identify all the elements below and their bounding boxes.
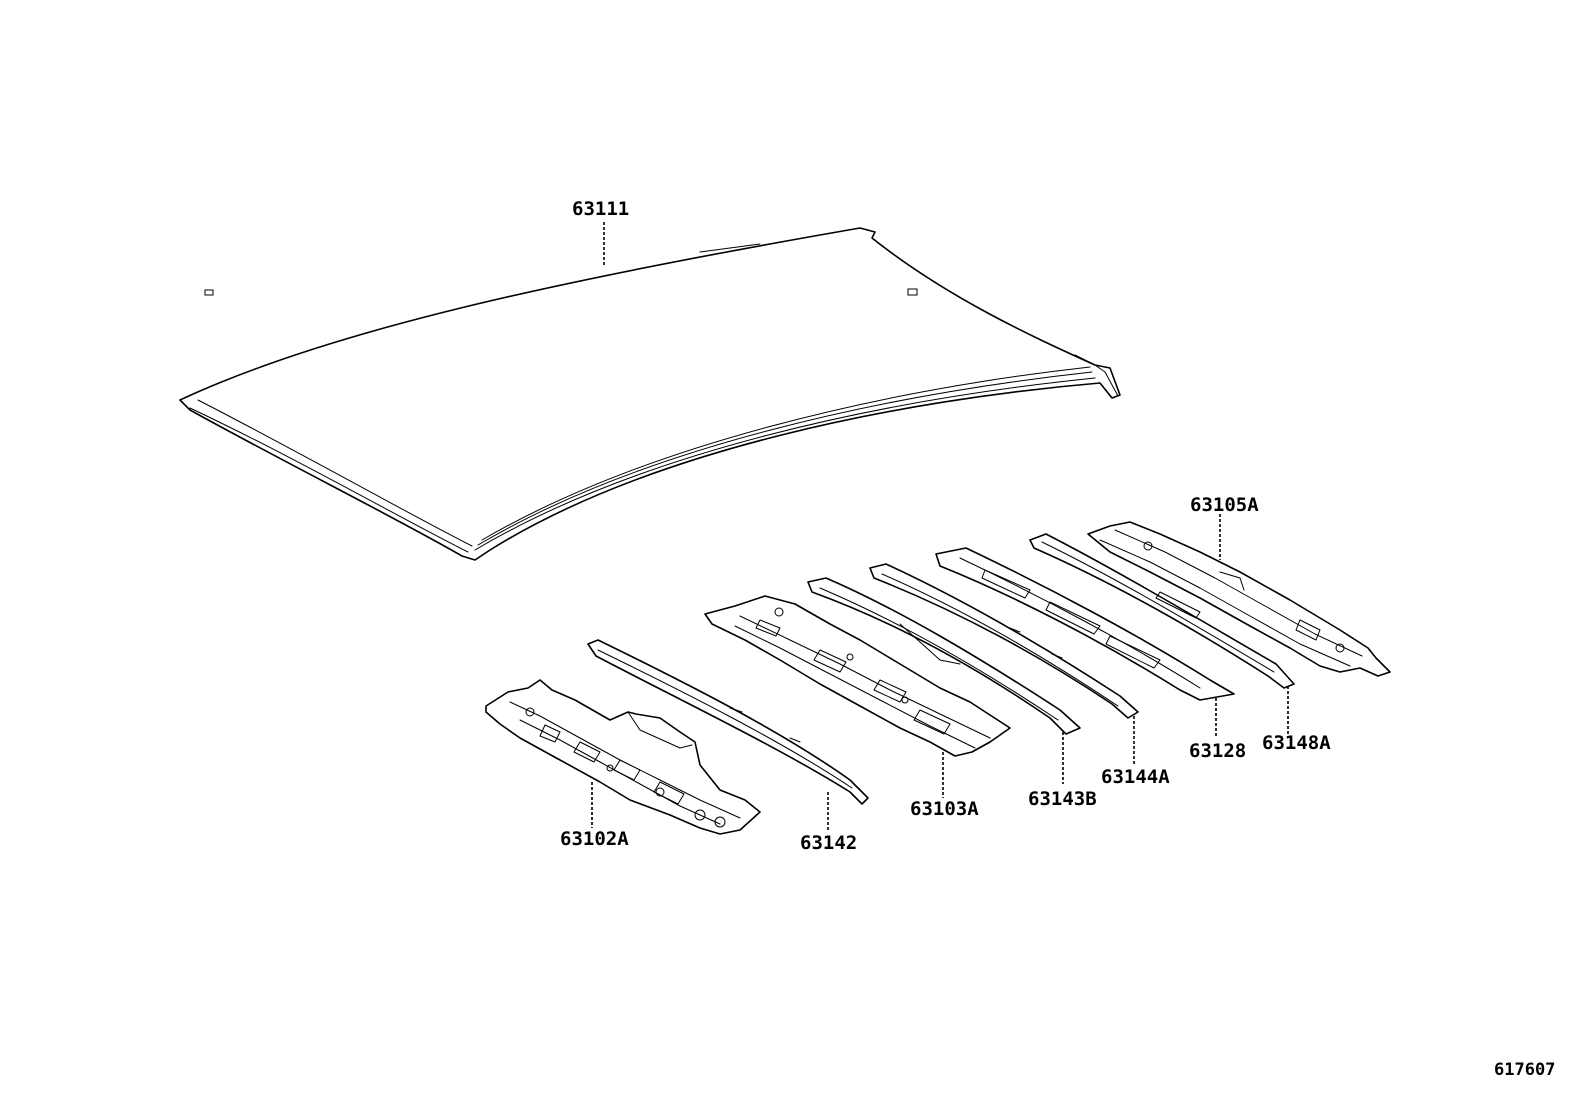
diagram-id: 617607	[1494, 1060, 1556, 1080]
rear-header-panel	[1087, 521, 1391, 677]
front-header-panel	[485, 679, 761, 835]
roof-panel	[179, 227, 1121, 561]
part-label-63143B[interactable]: 63143B	[1028, 788, 1097, 810]
part-label-63103A[interactable]: 63103A	[910, 798, 979, 820]
roof-bow-63143B	[807, 577, 1081, 735]
part-label-63142[interactable]: 63142	[800, 832, 858, 854]
part-label-63102A[interactable]: 63102A	[560, 828, 629, 850]
center-roof-reinforcement	[704, 595, 1011, 757]
roof-reinforcement-63128	[935, 547, 1235, 701]
roof-bow-63144A	[869, 563, 1139, 719]
roof-bow-63148A	[1029, 533, 1295, 689]
part-label-63144A[interactable]: 63144A	[1101, 766, 1170, 788]
roof-bow-63142	[587, 639, 869, 805]
part-label-63111[interactable]: 63111	[572, 198, 630, 220]
part-label-63128[interactable]: 63128	[1189, 740, 1247, 762]
part-label-63105A[interactable]: 63105A	[1190, 494, 1259, 516]
part-label-63148A[interactable]: 63148A	[1262, 732, 1331, 754]
